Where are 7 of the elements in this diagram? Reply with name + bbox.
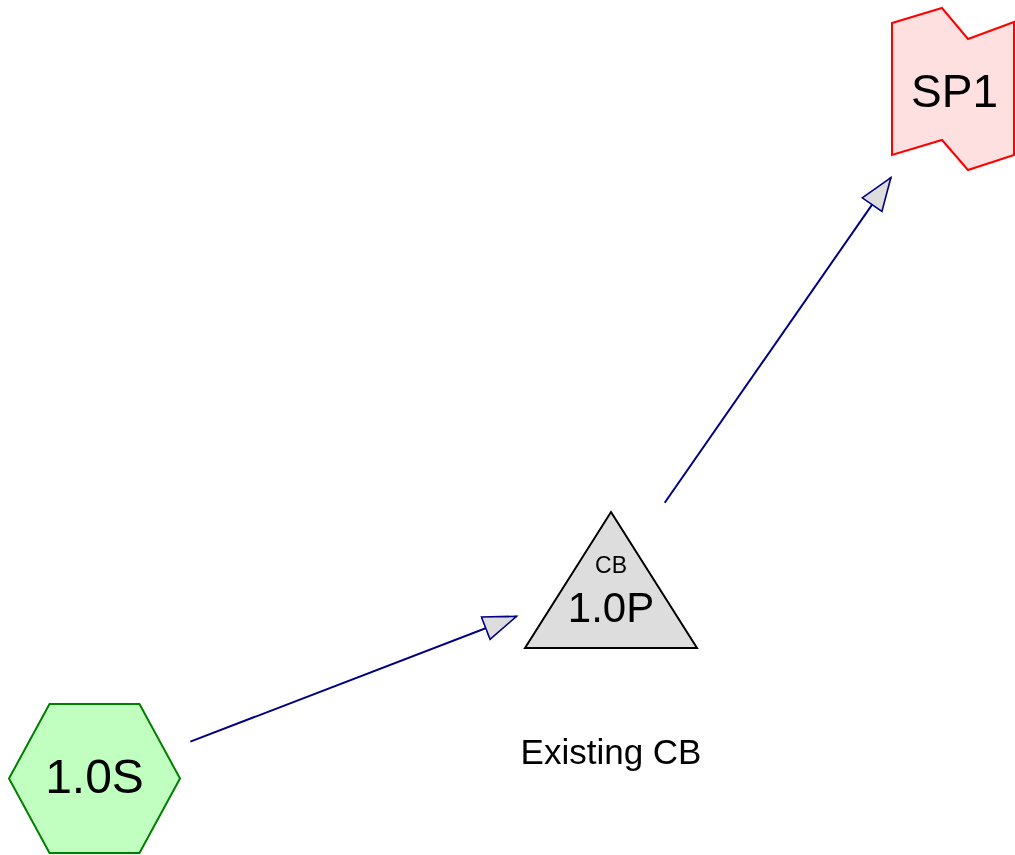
arrow bbox=[663, 176, 892, 504]
node-label: 1.0P bbox=[567, 586, 655, 629]
node-label: 1.0S bbox=[45, 753, 144, 802]
node-label: CB bbox=[595, 553, 627, 577]
arrow bbox=[189, 615, 518, 743]
node-label: SP1 bbox=[911, 68, 998, 115]
node-caption: Existing CB bbox=[519, 734, 703, 769]
